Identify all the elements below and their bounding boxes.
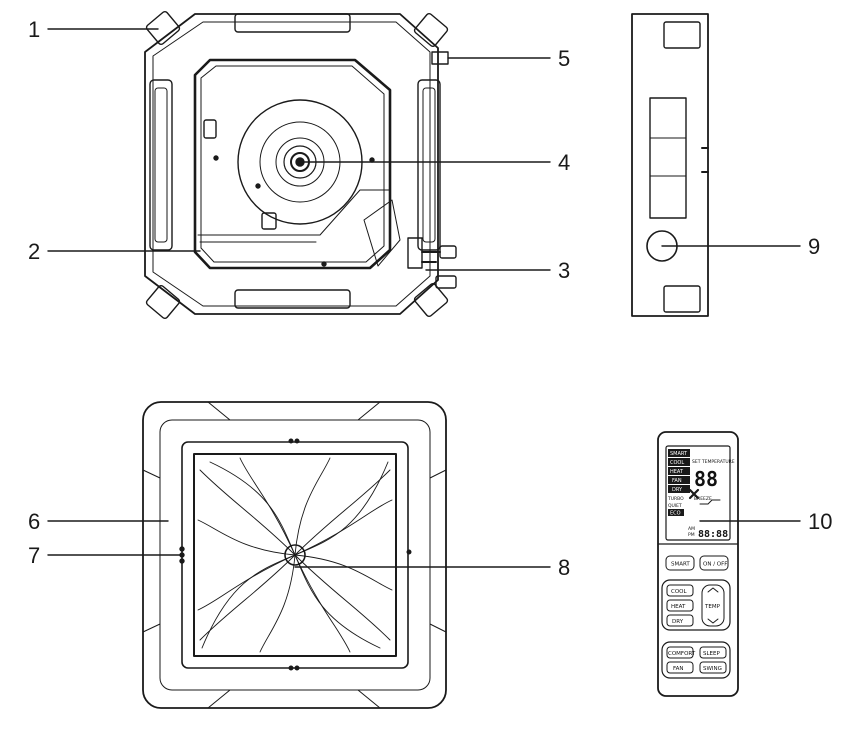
remote-cool-label: COOL: [671, 589, 687, 595]
lcd-pm: PM: [688, 532, 695, 538]
callout-6: 6: [28, 509, 40, 534]
remote-temp-label: TEMP: [704, 604, 721, 610]
lcd-mode-heat: HEAT: [670, 469, 684, 475]
remote-sleep-button[interactable]: [699, 646, 727, 659]
callout-8: 8: [558, 555, 570, 580]
lcd-am: AM: [688, 526, 695, 532]
callout-10: 10: [808, 509, 832, 534]
remote-temp-rocker[interactable]: [701, 584, 725, 627]
remote-dry-label: DRY: [672, 619, 684, 625]
remote-fan-label: FAN: [673, 666, 684, 672]
indoor-unit-top-view: [144, 10, 457, 320]
remote-smart-label: SMART: [671, 562, 690, 568]
callout-9: 9: [808, 234, 820, 259]
remote-dry-button[interactable]: [666, 614, 694, 627]
remote-cool-button[interactable]: [666, 584, 694, 597]
lcd-big-digits: 88: [694, 467, 718, 491]
lcd-clock: 88:88: [698, 529, 728, 540]
swirl-grille: [197, 457, 393, 653]
remote-buttons: SMART ON / OFF COOL HEAT DRY TEMP COMFOR…: [661, 555, 731, 679]
callout-4: 4: [558, 150, 570, 175]
remote-heat-button[interactable]: [666, 599, 694, 612]
lcd-mode-smart: SMART: [670, 451, 688, 457]
remote-fan-button[interactable]: [666, 661, 694, 674]
remote-comfort-label: COMFORT: [668, 651, 696, 657]
remote-onoff-label: ON / OFF: [703, 562, 727, 568]
lcd-mode-dry: DRY: [672, 487, 683, 493]
callout-2: 2: [28, 239, 40, 264]
remote-swing-button[interactable]: [699, 661, 727, 674]
callout-7: 7: [28, 543, 40, 568]
lcd-breeze: BREEZE: [694, 496, 712, 502]
callout-numbers: 1 2 3 4 5 6 7 8 9 10: [28, 17, 832, 580]
lcd-turbo: TURBO: [667, 496, 684, 502]
leader-lines: [47, 28, 801, 568]
remote-swing-label: SWING: [703, 666, 722, 672]
callout-1: 1: [28, 17, 40, 42]
lcd-mode-list: SMART COOL HEAT FAN DRY TURBO QUIET ECO …: [667, 449, 735, 540]
lcd-set-temp: SET TEMPERATURE: [692, 459, 735, 465]
remote-heat-label: HEAT: [671, 604, 686, 610]
indoor-panel-front-view: [142, 401, 447, 709]
lcd-mode-cool: COOL: [670, 460, 684, 466]
remote-comfort-button[interactable]: [666, 646, 694, 659]
lcd-mode-fan: FAN: [672, 478, 682, 484]
lcd-eco: ECO: [670, 511, 681, 517]
remote-controller: SMART COOL HEAT FAN DRY TURBO QUIET ECO …: [657, 431, 739, 697]
lcd-quiet: QUIET: [668, 503, 682, 509]
callout-3: 3: [558, 258, 570, 283]
indoor-unit-side-view: [631, 13, 709, 317]
remote-onoff-button[interactable]: [699, 555, 729, 571]
remote-smart-button[interactable]: [665, 555, 695, 571]
callout-5: 5: [558, 46, 570, 71]
remote-sleep-label: SLEEP: [703, 651, 721, 657]
